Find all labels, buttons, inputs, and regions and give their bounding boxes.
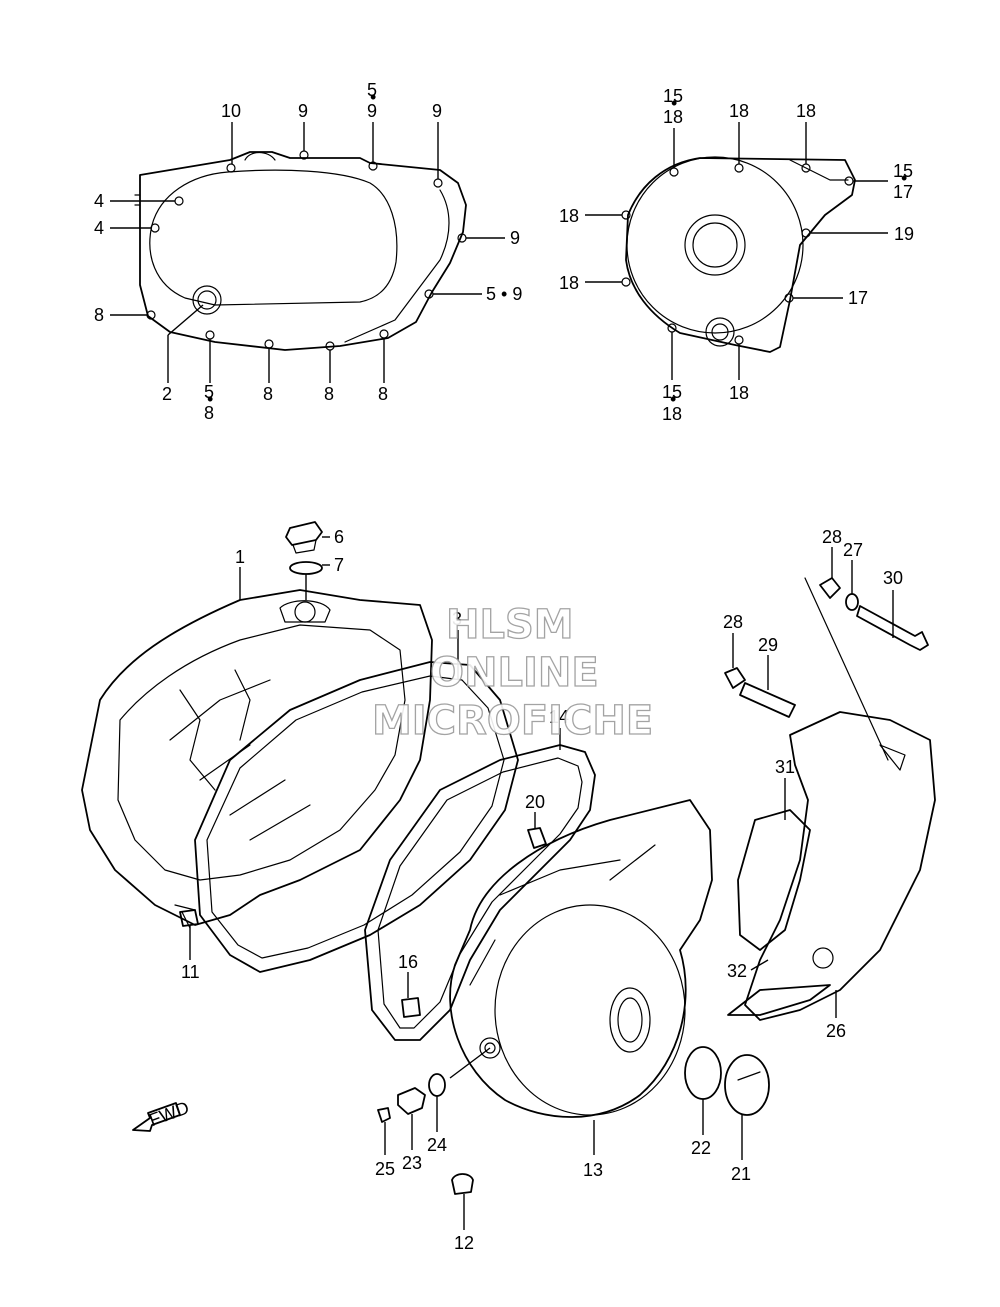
callout-24: 24 bbox=[427, 1135, 447, 1155]
callout-18: 18 bbox=[729, 383, 749, 403]
callout-5-9: 5 • 9 bbox=[486, 284, 522, 304]
callout-6: 6 bbox=[334, 527, 344, 547]
callout-5: 5 bbox=[204, 382, 214, 402]
callout-9: 9 bbox=[298, 101, 308, 121]
callout-4: 4 bbox=[94, 191, 104, 211]
clutch-cover-outline bbox=[134, 150, 467, 351]
svg-text:FWD: FWD bbox=[146, 1097, 191, 1130]
watermark: HLSM ONLINE MICROFICHE bbox=[371, 601, 654, 744]
callout-15: 15 bbox=[663, 86, 683, 106]
bolt-holes bbox=[146, 150, 467, 351]
callout-17: 17 bbox=[848, 288, 868, 308]
callout-5: 5 bbox=[367, 80, 377, 100]
callout-1: 1 bbox=[235, 547, 245, 567]
callout-dot: • bbox=[901, 168, 907, 188]
callout-15: 15 bbox=[662, 382, 682, 402]
svg-text:MICROFICHE: MICROFICHE bbox=[372, 698, 653, 744]
callout-28: 28 bbox=[822, 527, 842, 547]
callout-labels: 10 9 5 • 9 9 4 4 9 5 • 9 8 2 5 • 8 8 8 8… bbox=[94, 80, 914, 1253]
svg-text:ONLINE: ONLINE bbox=[430, 650, 599, 696]
small-plugs bbox=[377, 1073, 474, 1195]
callout-18: 18 bbox=[663, 107, 683, 127]
o-ring-and-plug bbox=[684, 1046, 770, 1116]
callout-8: 8 bbox=[204, 403, 214, 423]
fwd-arrow-icon: FWD bbox=[132, 1097, 192, 1132]
callout-18: 18 bbox=[662, 404, 682, 424]
callout-2: 2 bbox=[162, 384, 172, 404]
callout-3: 3 bbox=[452, 609, 462, 629]
oil-filler-cap bbox=[285, 521, 323, 575]
callout-20: 20 bbox=[525, 792, 545, 812]
callout-18: 18 bbox=[796, 101, 816, 121]
callout-32: 32 bbox=[727, 961, 747, 981]
gasket-left bbox=[194, 661, 519, 973]
gasket-right bbox=[364, 744, 596, 1041]
crankcase-cover bbox=[81, 589, 433, 929]
callout-31: 31 bbox=[775, 757, 795, 777]
callout-18: 18 bbox=[729, 101, 749, 121]
callout-23: 23 bbox=[402, 1153, 422, 1173]
callout-10: 10 bbox=[221, 101, 241, 121]
callout-13: 13 bbox=[583, 1160, 603, 1180]
dowel-11 bbox=[179, 909, 199, 927]
callout-15: 15 bbox=[893, 161, 913, 181]
callout-8: 8 bbox=[378, 384, 388, 404]
callout-25: 25 bbox=[375, 1159, 395, 1179]
callout-12: 12 bbox=[454, 1233, 474, 1253]
callout-19: 19 bbox=[894, 224, 914, 244]
callout-dot: • bbox=[207, 389, 213, 409]
callout-18: 18 bbox=[559, 206, 579, 226]
callout-8: 8 bbox=[94, 305, 104, 325]
dowel-pins bbox=[401, 827, 547, 1018]
guard-hardware bbox=[724, 577, 929, 761]
callout-dot: • bbox=[670, 389, 676, 409]
callout-16: 16 bbox=[398, 952, 418, 972]
callout-4: 4 bbox=[94, 218, 104, 238]
callout-29: 29 bbox=[758, 635, 778, 655]
callout-28: 28 bbox=[723, 612, 743, 632]
callout-17: 17 bbox=[893, 182, 913, 202]
magneto-cover-outline bbox=[621, 156, 856, 353]
callout-9: 9 bbox=[432, 101, 442, 121]
callout-22: 22 bbox=[691, 1138, 711, 1158]
callout-14: 14 bbox=[549, 707, 569, 727]
callout-21: 21 bbox=[731, 1164, 751, 1184]
callout-8: 8 bbox=[324, 384, 334, 404]
leader-lines bbox=[110, 122, 894, 1230]
callout-9: 9 bbox=[367, 101, 377, 121]
svg-text:HLSM: HLSM bbox=[446, 602, 574, 648]
callout-26: 26 bbox=[826, 1021, 846, 1041]
callout-dot: • bbox=[671, 93, 677, 113]
callout-27: 27 bbox=[843, 540, 863, 560]
callout-9: 9 bbox=[510, 228, 520, 248]
callout-8: 8 bbox=[263, 384, 273, 404]
callout-30: 30 bbox=[883, 568, 903, 588]
callout-7: 7 bbox=[334, 555, 344, 575]
magneto-cover bbox=[449, 799, 713, 1118]
callout-18: 18 bbox=[559, 273, 579, 293]
chain-guard bbox=[727, 711, 936, 1021]
callout-11: 11 bbox=[181, 962, 200, 982]
callout-dot: • bbox=[370, 87, 376, 107]
